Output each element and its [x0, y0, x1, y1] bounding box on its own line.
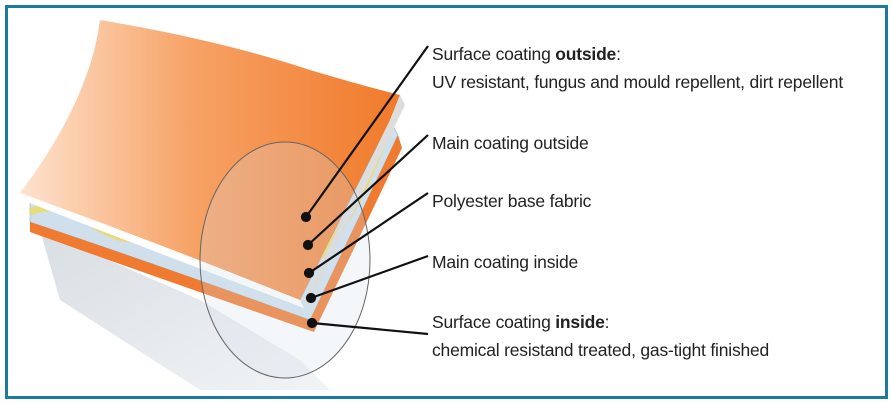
bottom-orange-edge [30, 135, 402, 332]
magnifier-circle [199, 141, 371, 379]
label-suffix: : [616, 44, 621, 64]
shadow [40, 230, 330, 390]
label-main-coating-outside: Main coating outside [432, 133, 589, 153]
label-main-coating-inside: Main coating inside [432, 252, 579, 272]
label-bold: inside [555, 312, 605, 332]
top-orange-sheet [20, 20, 400, 300]
label-detail: chemical resistand treated, gas-tight fi… [432, 340, 770, 360]
label-surface-coating-outside: Surface coating outside: UV resistant, f… [432, 40, 843, 96]
label-suffix: : [604, 312, 610, 332]
label-polyester-base-fabric: Polyester base fabric [432, 191, 592, 211]
label-bold: outside [555, 44, 617, 64]
label-prefix: Surface coating [432, 312, 556, 332]
diagram-frame [5, 5, 888, 399]
label-surface-coating-inside: Surface coating inside: chemical resista… [432, 308, 769, 364]
label-detail: UV resistant, fungus and mould repellent… [432, 72, 843, 92]
label-prefix: Surface coating [432, 44, 556, 64]
